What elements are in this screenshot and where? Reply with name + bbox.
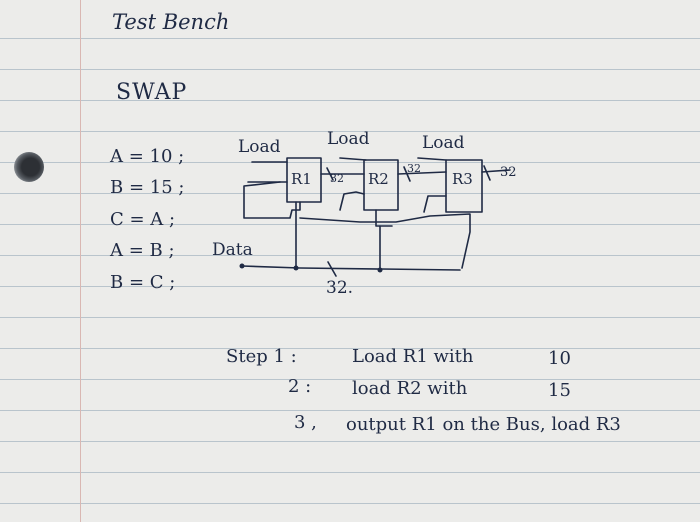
register-box-r3 — [445, 159, 483, 213]
width-hash-1 — [326, 167, 334, 181]
register-box-r2 — [363, 159, 399, 211]
feedback-loop-r3 — [423, 195, 447, 213]
register-box-r1 — [286, 157, 322, 203]
load-line-r2 — [339, 157, 367, 161]
step-1-value: 10 — [548, 348, 571, 369]
code-line-3: C = A ; — [110, 209, 176, 230]
register-label-r3: R3 — [452, 170, 473, 188]
binder-hole — [14, 152, 44, 182]
bus-junction-2 — [377, 267, 383, 273]
load-label-1: Load — [238, 137, 281, 157]
feedback-loop-r1 — [243, 181, 301, 219]
width-hash-2 — [403, 166, 411, 182]
load-label-3: Load — [422, 133, 465, 153]
step-2-text: load R2 with — [352, 378, 468, 399]
page-title: Test Bench — [112, 10, 230, 34]
width-label-3: 32 — [500, 165, 517, 180]
data-label: Data — [212, 240, 253, 260]
code-line-2: B = 15 ; — [110, 177, 185, 198]
r2-to-bus — [375, 209, 393, 227]
register-label-r2: R2 — [368, 170, 389, 188]
load-line-r3 — [417, 157, 447, 161]
data-input-dot — [239, 263, 245, 269]
width-label-1: 32 — [330, 172, 344, 185]
margin-line — [80, 0, 81, 522]
step-2-value: 15 — [548, 380, 571, 401]
step-2-number: 2 : — [288, 376, 312, 397]
link-r2-r3 — [397, 171, 447, 175]
section-title: SWAP — [116, 80, 188, 105]
bus-width-hash — [327, 261, 337, 277]
code-line-5: B = C ; — [110, 272, 176, 293]
bus-width-label: 32. — [326, 278, 353, 298]
step-3-text: output R1 on the Bus, load R3 — [346, 414, 621, 435]
width-hash-3 — [483, 165, 491, 181]
step-1-text: Load R1 with — [352, 346, 474, 367]
code-line-4: A = B ; — [110, 240, 175, 261]
step-3-number: 3 , — [294, 412, 317, 433]
bus-return — [299, 213, 471, 269]
feedback-loop-r2 — [339, 191, 365, 211]
width-label-2: 32 — [407, 162, 421, 175]
step-1-number: Step 1 : — [226, 346, 297, 367]
register-label-r1: R1 — [291, 170, 312, 188]
code-line-1: A = 10 ; — [110, 146, 185, 167]
data-bus — [241, 265, 461, 271]
load-label-2: Load — [327, 129, 370, 149]
bus-junction-1 — [293, 265, 299, 271]
